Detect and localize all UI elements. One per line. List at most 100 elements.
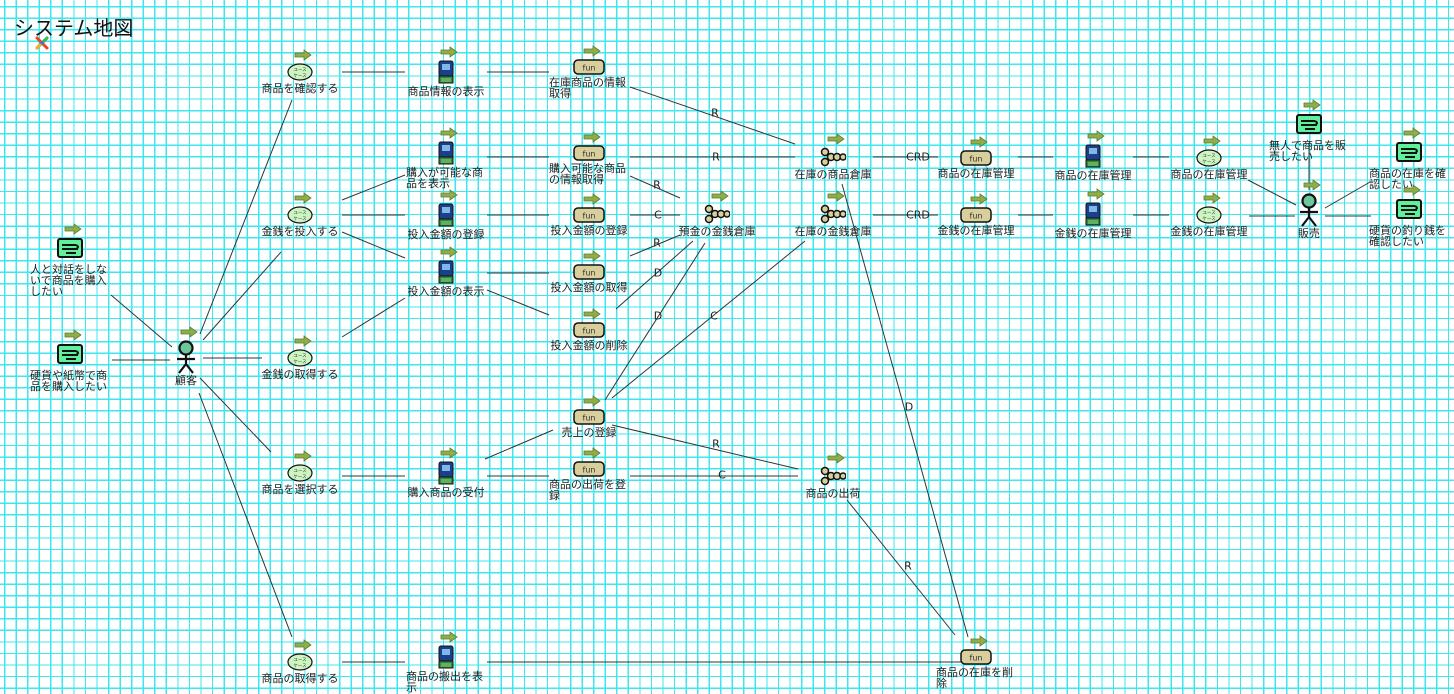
green-arrow-icon[interactable]: [583, 447, 601, 459]
screen-icon[interactable]: [1085, 202, 1101, 226]
green-arrow-icon[interactable]: [180, 326, 198, 338]
actor-icon[interactable]: [1298, 193, 1320, 227]
svg-text:ケース: ケース: [1202, 215, 1216, 222]
green-arrow-icon[interactable]: [1403, 127, 1421, 139]
requirement-icon[interactable]: [1295, 113, 1323, 135]
green-arrow-icon[interactable]: [440, 127, 458, 139]
node-label: 金銭の在庫管理: [1054, 227, 1132, 240]
svg-text:ユース: ユース: [293, 210, 307, 216]
green-arrow-icon[interactable]: [970, 193, 988, 205]
green-arrow-icon[interactable]: [970, 635, 988, 647]
green-arrow-icon[interactable]: [583, 131, 601, 143]
edge-ds4-fn10: [846, 499, 956, 636]
datastore-icon[interactable]: [820, 466, 846, 486]
datastore-icon[interactable]: [704, 204, 730, 224]
node-label: 在庫の金銭倉庫: [794, 225, 872, 238]
green-arrow-icon[interactable]: [440, 447, 458, 459]
green-arrow-icon[interactable]: [294, 639, 312, 651]
svg-text:ケース: ケース: [293, 473, 307, 480]
green-arrow-icon[interactable]: [1303, 99, 1321, 111]
node-label: 金銭の取得する: [261, 368, 339, 381]
screen-icon[interactable]: [438, 260, 454, 284]
edge-sc4-fn5: [486, 289, 550, 316]
green-arrow-icon[interactable]: [64, 329, 82, 341]
green-arrow-icon[interactable]: [583, 250, 601, 262]
node-label: 金銭の在庫管理: [937, 224, 1015, 237]
green-arrow-icon[interactable]: [294, 49, 312, 61]
screen-icon[interactable]: [438, 461, 454, 485]
requirement-icon[interactable]: [1395, 198, 1423, 220]
datastore-icon[interactable]: [820, 147, 846, 167]
node-label: 投入金額の表示: [407, 285, 485, 298]
green-arrow-icon[interactable]: [583, 193, 601, 205]
edge-uc2-sc2: [341, 174, 406, 201]
function-icon[interactable]: fun: [960, 150, 992, 166]
datastore-icon[interactable]: [820, 204, 846, 224]
green-arrow-icon[interactable]: [827, 133, 845, 145]
requirement-icon[interactable]: [1395, 141, 1423, 163]
requirement-icon[interactable]: [56, 343, 84, 365]
node-label: 硬貨の釣り銭を確認したい: [1369, 224, 1446, 248]
green-arrow-icon[interactable]: [583, 45, 601, 57]
node-label: 預金の金銭倉庫: [678, 225, 756, 238]
green-arrow-icon[interactable]: [64, 223, 82, 235]
green-arrow-icon[interactable]: [827, 190, 845, 202]
svg-text:ユース: ユース: [293, 468, 307, 474]
function-icon[interactable]: fun: [573, 322, 605, 338]
green-arrow-icon[interactable]: [711, 190, 729, 202]
green-arrow-icon[interactable]: [440, 246, 458, 258]
function-icon[interactable]: fun: [573, 409, 605, 425]
function-icon[interactable]: fun: [573, 59, 605, 75]
green-arrow-icon[interactable]: [583, 308, 601, 320]
green-arrow-icon[interactable]: [583, 395, 601, 407]
svg-text:fun: fun: [583, 414, 596, 423]
green-arrow-icon[interactable]: [440, 46, 458, 58]
green-arrow-icon[interactable]: [1087, 188, 1105, 200]
actor-icon[interactable]: [175, 340, 197, 374]
node-label: 人と対話をしないで商品を購入したい: [30, 263, 107, 298]
function-icon[interactable]: fun: [960, 649, 992, 665]
green-arrow-icon[interactable]: [1303, 179, 1321, 191]
node-label: 商品の在庫管理: [937, 167, 1015, 180]
function-icon[interactable]: fun: [573, 207, 605, 223]
edge-label: CRD: [906, 150, 930, 164]
green-arrow-icon[interactable]: [1403, 184, 1421, 196]
green-arrow-icon[interactable]: [827, 452, 845, 464]
edge-label: R: [711, 106, 719, 120]
green-arrow-icon[interactable]: [1203, 135, 1221, 147]
svg-text:fun: fun: [583, 150, 596, 159]
function-icon[interactable]: fun: [960, 207, 992, 223]
green-arrow-icon[interactable]: [294, 450, 312, 462]
screen-icon[interactable]: [438, 141, 454, 165]
green-arrow-icon[interactable]: [440, 189, 458, 201]
node-label: 投入金額の登録: [550, 224, 628, 237]
svg-text:ケース: ケース: [293, 358, 307, 365]
function-icon[interactable]: fun: [573, 264, 605, 280]
svg-text:fun: fun: [583, 327, 596, 336]
green-arrow-icon[interactable]: [294, 335, 312, 347]
node-label: 商品情報の表示: [407, 85, 485, 98]
requirement-icon[interactable]: [56, 237, 84, 259]
function-icon[interactable]: fun: [573, 461, 605, 477]
green-arrow-icon[interactable]: [1203, 192, 1221, 204]
edge-actor1-uc2: [202, 251, 282, 341]
node-label: 硬貨や紙幣で商品を購入したい: [30, 369, 107, 393]
green-arrow-icon[interactable]: [1087, 130, 1105, 142]
screen-icon[interactable]: [438, 645, 454, 669]
screen-icon[interactable]: [438, 203, 454, 227]
screen-icon[interactable]: [1085, 144, 1101, 168]
green-arrow-icon[interactable]: [294, 192, 312, 204]
edge-fn6-ds4: [611, 424, 799, 470]
screen-icon[interactable]: [438, 60, 454, 84]
function-icon[interactable]: fun: [573, 145, 605, 161]
green-arrow-icon[interactable]: [970, 136, 988, 148]
green-arrow-icon[interactable]: [440, 631, 458, 643]
